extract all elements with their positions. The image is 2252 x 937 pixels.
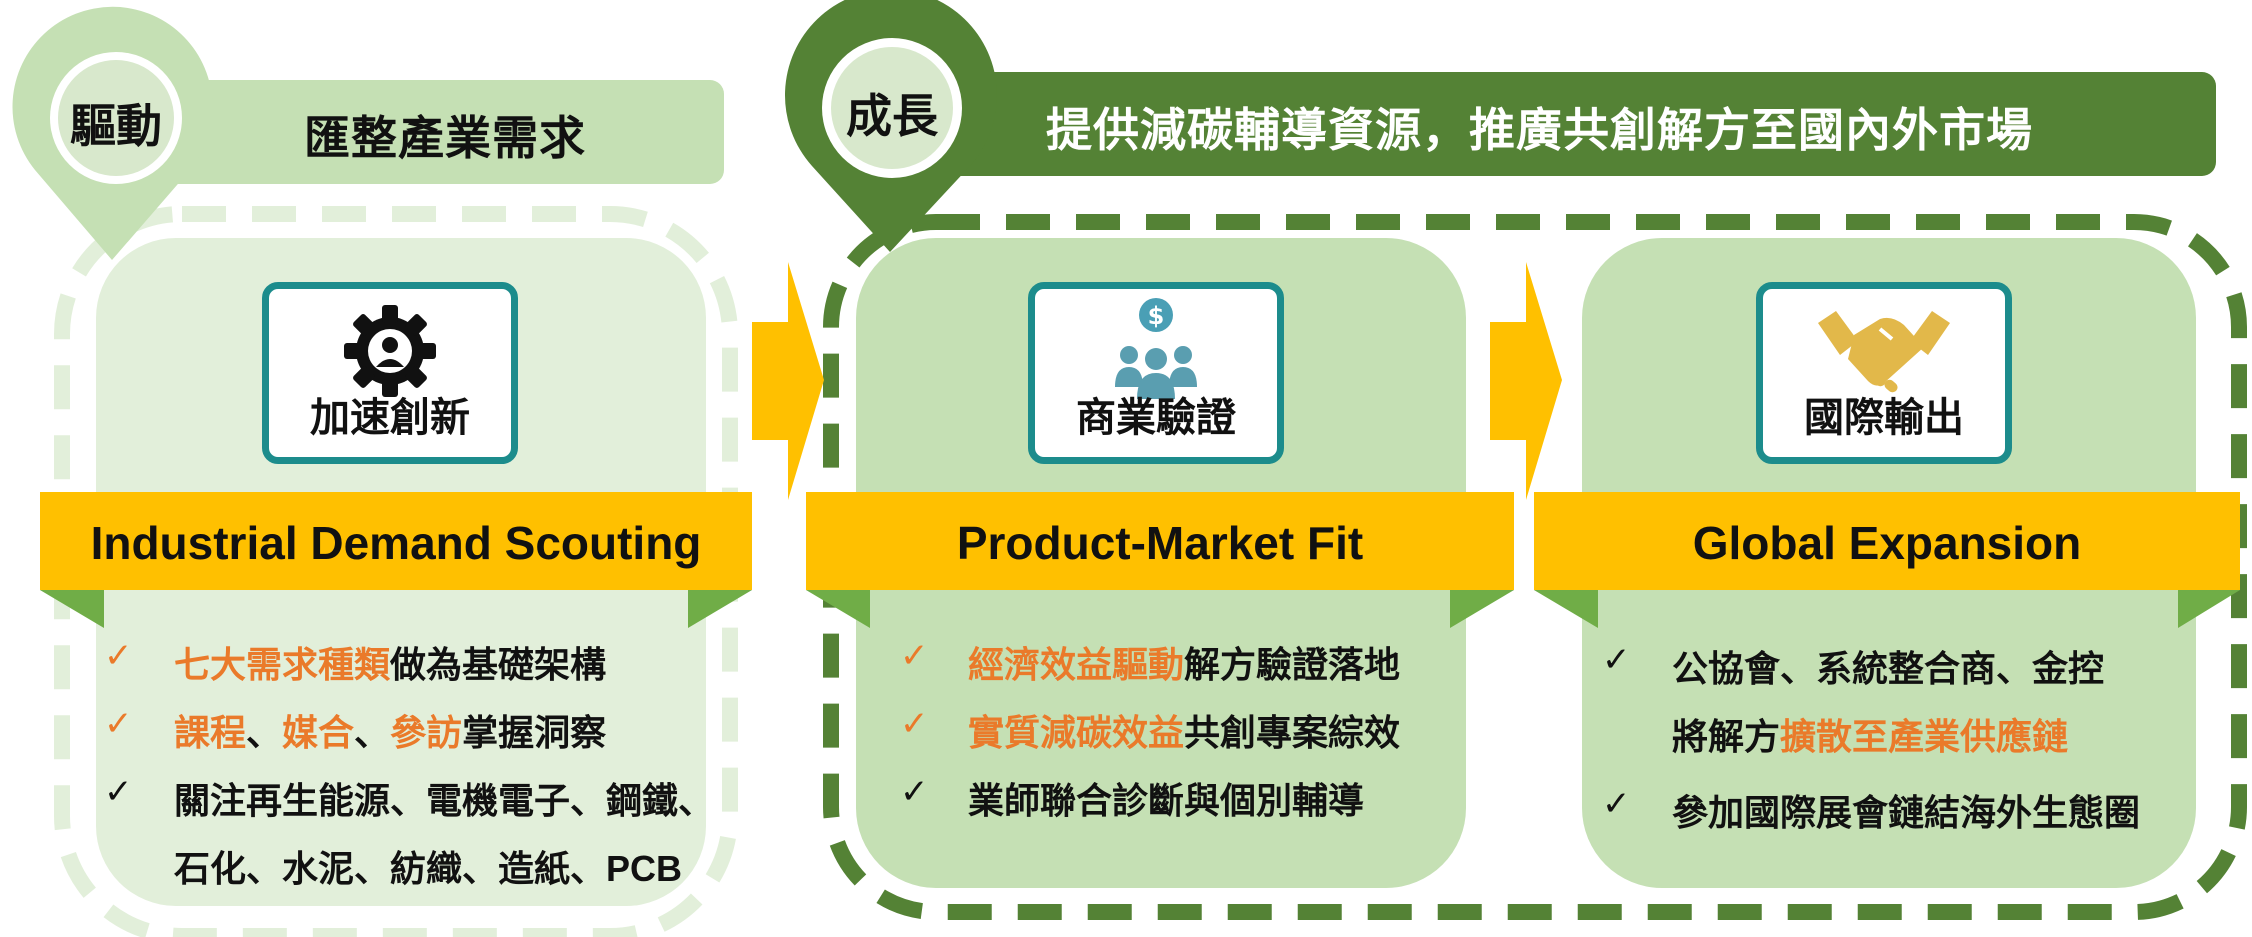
- stage-1-bullet-1: 七大需求種類做為基礎架構: [174, 636, 606, 688]
- stage-2-title: 商業驗證: [1076, 395, 1236, 441]
- check-icon: ✓: [900, 772, 929, 812]
- stage-2-bullet-3: 業師聯合診斷與個別輔導: [968, 781, 1365, 822]
- highlight-text: 七大需求種類: [174, 645, 391, 686]
- stage-1-banner: Industrial Demand Scouting: [90, 517, 702, 569]
- bullet-text-bold: PCB: [606, 848, 683, 889]
- stage-2-banner: Product-Market Fit: [956, 517, 1364, 569]
- check-icon: ✓: [900, 704, 929, 744]
- drive-pin-label: 驅動: [70, 99, 162, 153]
- stage-1-bullet-3-line-1: 關注再生能源、電機電子、鋼鐵、: [174, 781, 715, 822]
- arrow-2: [1490, 262, 1562, 500]
- highlight-text: 經濟效益驅動: [968, 645, 1185, 686]
- bullet-text: 、: [354, 713, 391, 754]
- team-dollar-icon: $: [1115, 298, 1197, 399]
- bullet-text: 石化、水泥、紡織、造紙、: [174, 849, 607, 890]
- highlight-text: 實質減碳效益: [968, 713, 1185, 754]
- stage-3-bullet-1-line-2: 將解方擴散至產業供應鏈: [1672, 708, 2068, 760]
- stage-3-title: 國際輸出: [1804, 395, 1964, 441]
- highlight-text: 參訪: [390, 713, 463, 754]
- stage-2-bullet-1: 經濟效益驅動解方驗證落地: [968, 636, 1400, 688]
- check-icon: ✓: [104, 636, 133, 676]
- grow-header-text: 提供減碳輔導資源，推廣共創解方至國內外市場: [1046, 103, 2033, 157]
- svg-text:$: $: [1148, 302, 1165, 330]
- stage-3-bullet-2: 參加國際展會鏈結海外生態圈: [1672, 793, 2141, 834]
- bullet-text: 共創專案綜效: [1184, 713, 1401, 754]
- grow-header-bar: [930, 72, 2216, 176]
- arrow-1: [752, 262, 824, 500]
- banner-fold-right-3: [2178, 590, 2240, 628]
- banner-fold-left-3: [1534, 590, 1598, 628]
- check-icon: ✓: [900, 636, 929, 676]
- bullet-text: 解方驗證落地: [1184, 645, 1401, 686]
- highlight-text: 課程: [174, 713, 247, 754]
- stage-1-icon-box: 加速創新: [262, 282, 518, 464]
- check-icon: ✓: [1602, 784, 1631, 824]
- banner-bg-3: [1534, 492, 2240, 590]
- banner-fold-right-1: [688, 590, 752, 628]
- bullet-text: 做為基礎架構: [390, 645, 607, 686]
- stage-1-bullet-3-line-2: 石化、水泥、紡織、造紙、PCB: [174, 840, 682, 892]
- banner-fold-left-1: [40, 590, 104, 628]
- banner-fold-right-2: [1450, 590, 1514, 628]
- drive-header-bar: [150, 80, 724, 184]
- check-icon: ✓: [104, 704, 133, 744]
- highlight-text: 媒合: [282, 713, 355, 754]
- banner-bg-1: [40, 492, 752, 590]
- stage-1-bullet-2: 課程、媒合、參訪掌握洞察: [174, 704, 606, 756]
- stage-3-bullet-1-line-1: 公協會、系統整合商、金控: [1672, 649, 2105, 690]
- banner-fold-left-2: [806, 590, 870, 628]
- stage-3-banner: Global Expansion: [1692, 517, 2082, 569]
- grow-pin-label: 成長: [846, 89, 938, 143]
- stage-2-bullet-2: 實質減碳效益共創專案綜效: [968, 704, 1400, 756]
- bullet-text: 、: [246, 713, 283, 754]
- banner-bg-2: [806, 492, 1514, 590]
- handshake-icon: [1818, 311, 1950, 393]
- stage-2-icon-box: $ 商業驗證: [1028, 282, 1284, 464]
- highlight-text: 擴散至產業供應鏈: [1780, 717, 2069, 758]
- gear-person-icon: [344, 305, 436, 397]
- stage-3-icon-box: 國際輸出: [1756, 282, 2012, 464]
- bullet-text: 掌握洞察: [462, 713, 607, 754]
- bullet-text: 將解方: [1672, 717, 1781, 758]
- check-icon: ✓: [104, 772, 133, 812]
- check-icon: ✓: [1602, 640, 1631, 680]
- stage-1-title: 加速創新: [310, 395, 470, 441]
- drive-header-text: 匯整產業需求: [304, 111, 586, 165]
